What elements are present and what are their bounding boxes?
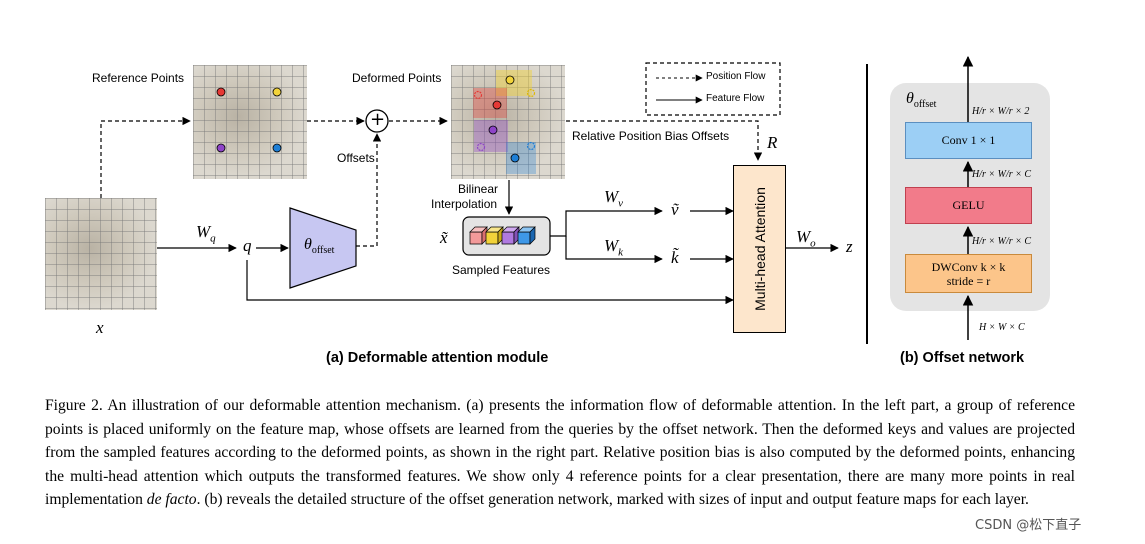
conv-block: Conv 1 × 1	[905, 122, 1032, 159]
sym-z: z	[846, 237, 853, 256]
edge-bias-to-attention	[566, 120, 763, 161]
label-offsets: Offsets	[337, 151, 375, 165]
sym-wo-main: W	[796, 227, 811, 246]
sym-wk-sub: k	[618, 246, 624, 259]
legend-feature-flow: Feature Flow	[706, 93, 765, 104]
sym-wo: Wo	[796, 227, 816, 249]
subcaption-b: (b) Offset network	[900, 350, 1025, 366]
sym-vtilde: ṽ	[671, 200, 679, 219]
legend-box	[645, 62, 781, 116]
input-feature-map	[45, 198, 157, 310]
sym-wv-main: W	[604, 187, 619, 206]
b-size-in: H × W × C	[979, 322, 1025, 333]
sym-wo-sub: o	[810, 237, 816, 250]
legend-position-flow: Position Flow	[706, 71, 766, 82]
edge-x-to-reference	[100, 116, 191, 198]
edge-sampled-to-k	[565, 236, 663, 264]
reference-points-map	[193, 65, 307, 179]
region-red	[473, 88, 507, 118]
sym-theta-main: θ	[304, 236, 312, 253]
sym-r: R	[767, 133, 778, 152]
sym-ktilde: k̃	[671, 248, 679, 267]
watermark: CSDN @松下直子	[975, 518, 1082, 533]
label-interpolation: Interpolation	[431, 197, 498, 211]
caption-lead: Figure 2. An illustration of our deforma…	[45, 397, 1075, 508]
gelu-label: GELU	[952, 198, 985, 212]
label-sampled-features: Sampled Features	[452, 263, 551, 277]
multi-head-attention-block: Multi-head Attention	[733, 165, 786, 333]
subcaption-a: (a) Deformable attention module	[326, 350, 549, 366]
sym-theta-offset: θoffset	[304, 236, 334, 256]
b-theta-offset: θoffset	[906, 90, 936, 110]
b-size-mid1: H/r × W/r × C	[972, 169, 1032, 180]
caption-tail: . (b) reveals the detailed structure of …	[196, 491, 1029, 508]
deformed-points-map	[451, 65, 565, 179]
sym-wv: Wv	[604, 187, 623, 209]
region-blue	[506, 142, 536, 174]
region-purple	[474, 120, 508, 152]
sym-x: x	[96, 318, 104, 337]
conv-label: Conv 1 × 1	[941, 133, 996, 147]
dwconv-block: DWConv k × k stride = r	[905, 254, 1032, 293]
edge-sampled-to-v	[550, 206, 663, 237]
sym-xtilde: x̃	[440, 228, 448, 247]
b-size-mid2: H/r × W/r × C	[972, 236, 1032, 247]
edge-offset-to-plus	[356, 133, 382, 247]
label-reference-points: Reference Points	[92, 71, 185, 85]
sym-wq-main: W	[196, 222, 211, 241]
label-bilinear: Bilinear	[458, 182, 499, 196]
sym-wq-sub: q	[210, 232, 216, 245]
sym-q: q	[243, 236, 252, 255]
figure-caption: Figure 2. An illustration of our deforma…	[45, 394, 1075, 512]
sym-wk: Wk	[604, 236, 623, 258]
sym-wk-main: W	[604, 236, 619, 255]
edge-q-to-attention	[246, 260, 734, 305]
sym-wv-sub: v	[618, 197, 624, 210]
b-theta-sub: offset	[913, 99, 937, 111]
label-relative-bias: Relative Position Bias Offsets	[572, 129, 730, 143]
b-size-out: H/r × W/r × 2	[972, 106, 1030, 117]
sym-theta-sub: offset	[311, 245, 335, 257]
offset-network-block	[289, 207, 357, 289]
plus-symbol: +	[370, 109, 386, 130]
b-theta-main: θ	[906, 90, 914, 107]
dwconv-label-2: stride = r	[946, 273, 991, 288]
gelu-block: GELU	[905, 187, 1032, 224]
sym-wq: Wq	[196, 222, 216, 244]
label-deformed-points: Deformed Points	[352, 71, 442, 85]
attention-label: Multi-head Attention	[751, 187, 768, 311]
plus-node	[365, 109, 389, 133]
caption-emph: de facto	[146, 491, 197, 508]
dwconv-label-1: DWConv k × k	[931, 259, 1006, 274]
